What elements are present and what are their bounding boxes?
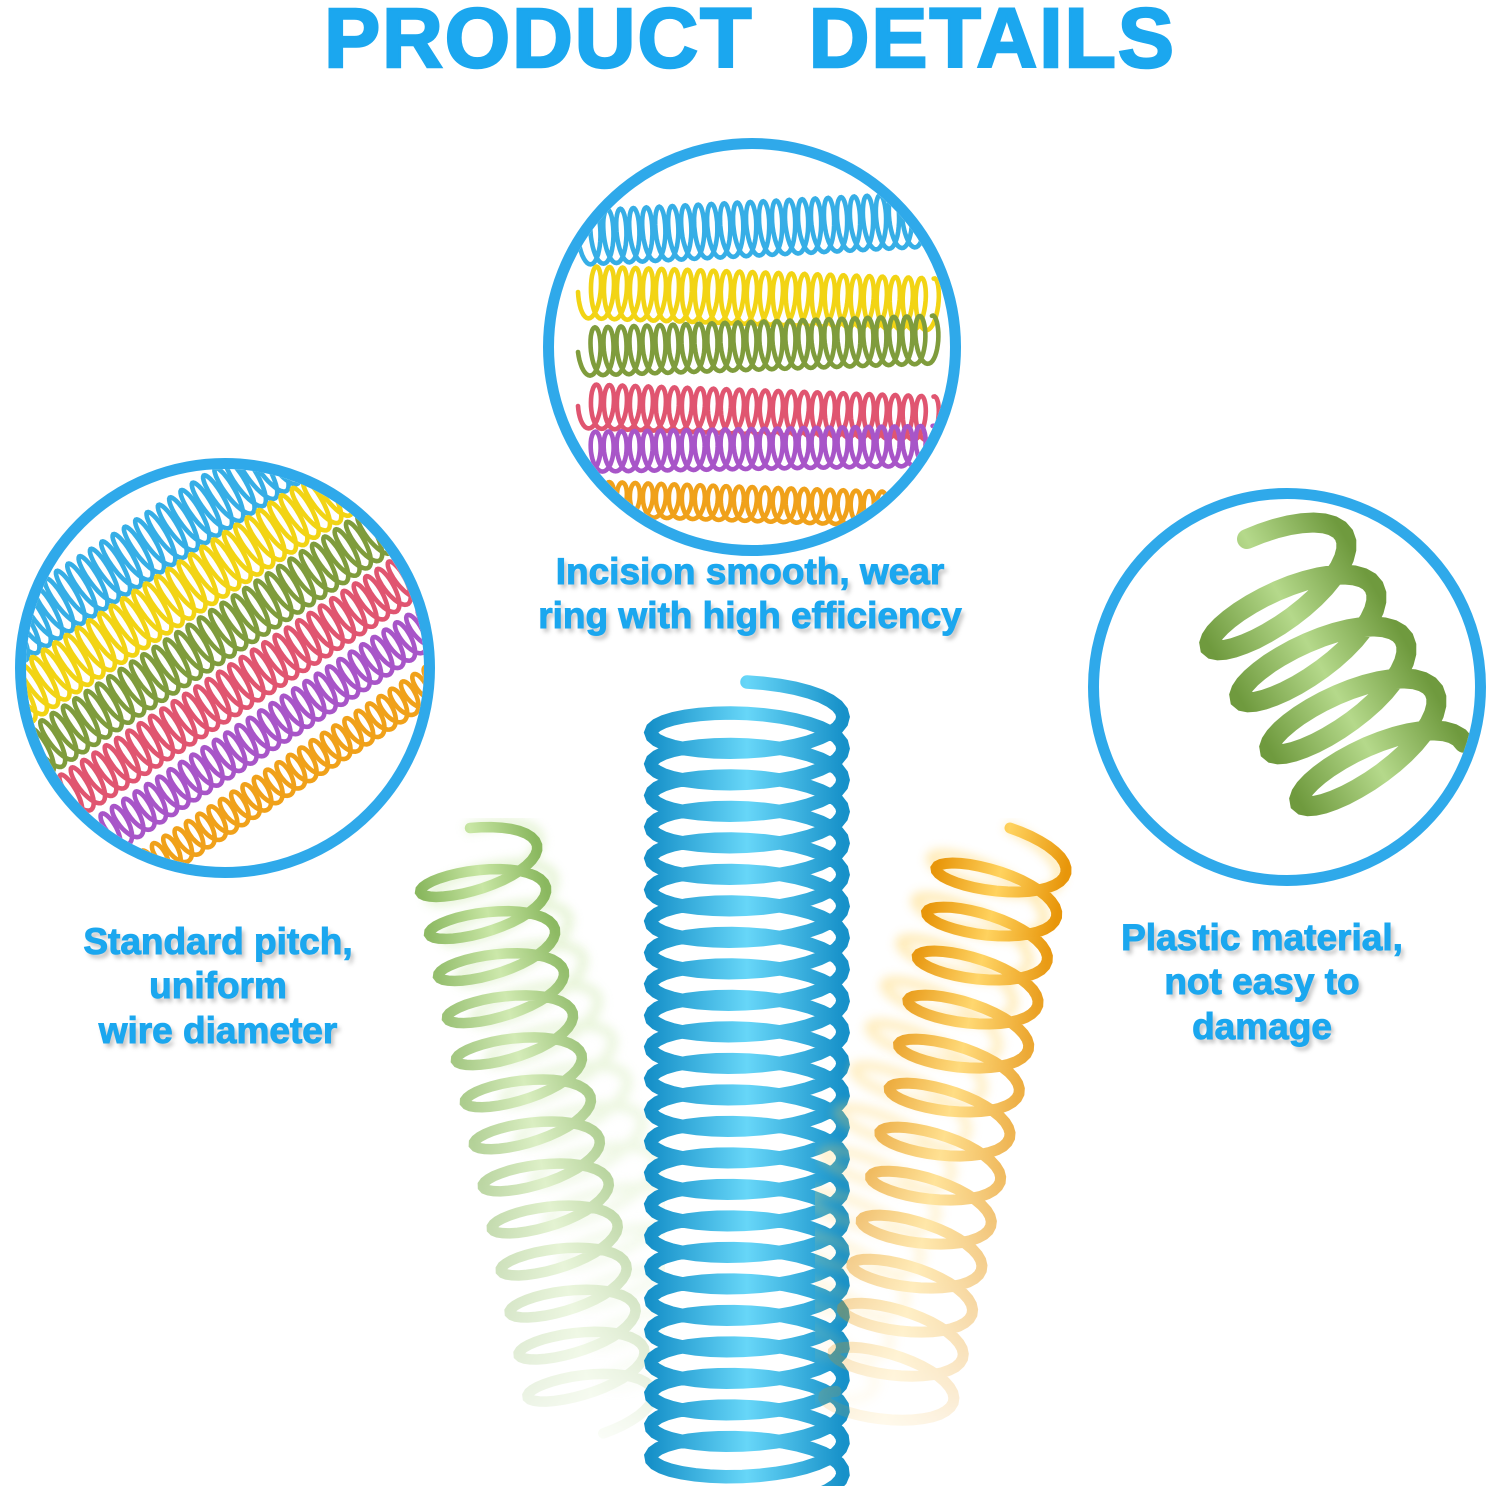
orange-spring-image: [815, 822, 1072, 1426]
incision-detail-circle: [543, 138, 961, 556]
green-spring-image: [414, 818, 665, 1439]
caption-line: Incision smooth, wear: [555, 550, 945, 592]
caption-line: damage: [1192, 1005, 1333, 1047]
caption-line: uniform: [149, 965, 288, 1007]
caption-line: Standard pitch,: [83, 920, 353, 962]
orange-spring: [815, 818, 1085, 1458]
pitch-detail-circle: [15, 458, 435, 878]
caption-line: not easy to: [1164, 961, 1360, 1003]
caption-line: ring with high efficiency: [538, 595, 962, 637]
diagonal-coil-rows-image: [26, 469, 424, 867]
caption-line: Plastic material,: [1121, 916, 1404, 958]
caption-line: wire diameter: [98, 1009, 338, 1051]
caption-incision: Incision smooth, wear ring with high eff…: [400, 550, 1100, 639]
caption-material: Plastic material, not easy to damage: [1062, 916, 1462, 1049]
page-title: PRODUCT DETAILS: [323, 0, 1176, 86]
green-spring-closeup-image: [1199, 512, 1474, 817]
blue-spring-image: [643, 675, 850, 1486]
material-detail-circle: [1088, 488, 1486, 886]
multicolor-coil-rows-image: [575, 189, 942, 530]
blue-spring: [637, 672, 857, 1486]
caption-pitch: Standard pitch, uniform wire diameter: [18, 920, 418, 1053]
green-spring: [395, 818, 665, 1458]
